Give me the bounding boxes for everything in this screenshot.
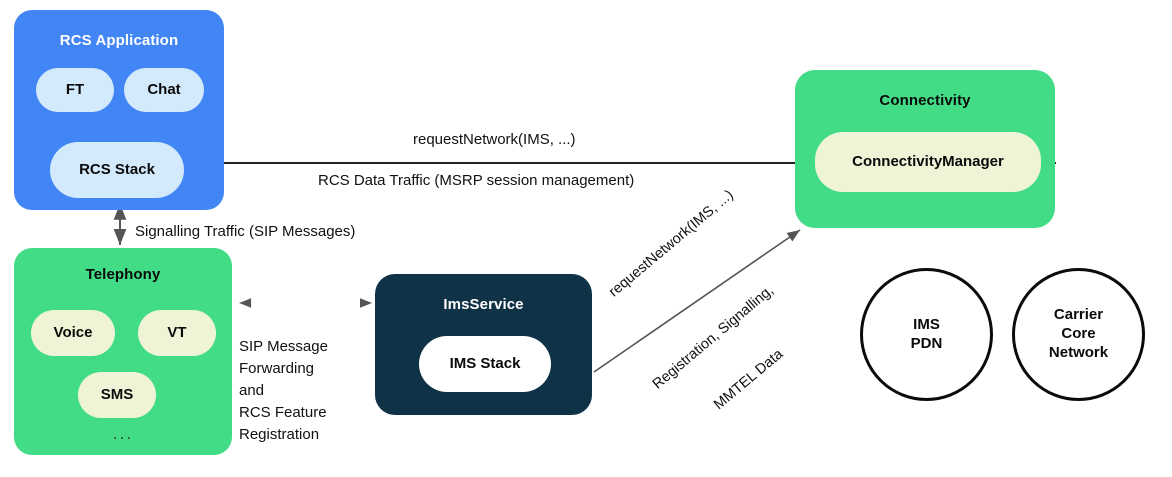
edge-label-sip-line3: and [239, 382, 265, 400]
node-ims-service-title: ImsService [443, 296, 524, 313]
node-ims-pdn[interactable]: IMS PDN [860, 268, 993, 401]
node-carrier-core-network-label-line2: Core [1061, 325, 1096, 343]
node-telephony-child-voice[interactable]: Voice [31, 310, 115, 356]
edge-label-sip-line1: SIP Message [239, 338, 328, 355]
edge-label-sip-message-forwarding: SIP Message Forwarding and RCS Feature R… [239, 336, 359, 446]
node-connectivity-child-connectivitymanager[interactable]: ConnectivityManager [815, 132, 1041, 192]
node-ims-service-child-ims-stack[interactable]: IMS Stack [419, 336, 551, 392]
node-rcs-application-child-chat[interactable]: Chat [124, 68, 204, 112]
node-rcs-application-child-ft[interactable]: FT [36, 68, 114, 112]
node-rcs-application-title: RCS Application [59, 32, 179, 49]
node-carrier-core-network-label-line3: Network [1048, 343, 1109, 361]
node-carrier-core-network-label: Carrier Core Network [1049, 306, 1108, 362]
edge-label-sip-line4: RCS Feature [239, 404, 327, 422]
node-ims-service[interactable]: ImsService IMS Stack [375, 274, 592, 415]
edge-label-sip-line2: Forwarding [239, 360, 315, 378]
edge-label-registration-signalling-mmtel: Registration, Signalling, MMTEL Data [626, 254, 836, 463]
node-carrier-core-network[interactable]: Carrier Core Network [1012, 268, 1145, 401]
edge-label-rcs-data-traffic: RCS Data Traffic (MSRP session managemen… [318, 172, 635, 189]
node-rcs-application-child-rcs-stack[interactable]: RCS Stack [50, 142, 184, 198]
edge-label-request-network-rcs: requestNetwork(IMS, ...) [413, 131, 576, 148]
node-telephony-child-sms[interactable]: SMS [78, 372, 156, 418]
node-telephony-title: Telephony [85, 266, 161, 283]
node-ims-pdn-label-line1: IMS [913, 315, 940, 333]
node-rcs-application[interactable]: RCS Application FT Chat RCS Stack [14, 10, 224, 210]
node-carrier-core-network-label-line1: Carrier [1053, 306, 1104, 324]
edge-label-sip-line5: Registration [239, 426, 320, 444]
node-telephony-child-vt[interactable]: VT [138, 310, 216, 356]
node-connectivity-title: Connectivity [879, 92, 971, 109]
node-connectivity[interactable]: Connectivity ConnectivityManager [795, 70, 1055, 228]
node-ims-pdn-label: IMS PDN [911, 316, 943, 354]
node-telephony[interactable]: Telephony Voice VT SMS ... [14, 248, 232, 455]
node-ims-pdn-label-line2: PDN [910, 334, 943, 352]
edge-label-signalling-traffic: Signalling Traffic (SIP Messages) [135, 223, 356, 240]
node-telephony-ellipsis: ... [112, 424, 134, 443]
